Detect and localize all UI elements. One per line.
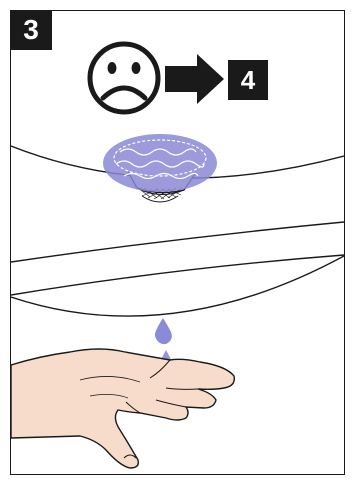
step-number-badge: 3 — [10, 10, 52, 50]
water-droplet-1 — [155, 318, 172, 344]
sad-face-icon — [90, 44, 158, 112]
next-step-badge: 4 — [228, 60, 268, 100]
tank-lower-band-bottom — [11, 255, 344, 295]
water-in-filter — [103, 134, 217, 192]
right-arrow-icon — [165, 54, 224, 104]
tank-lower-band-top — [11, 222, 344, 262]
hand — [11, 349, 234, 468]
tank-bottom-curve — [11, 256, 344, 316]
